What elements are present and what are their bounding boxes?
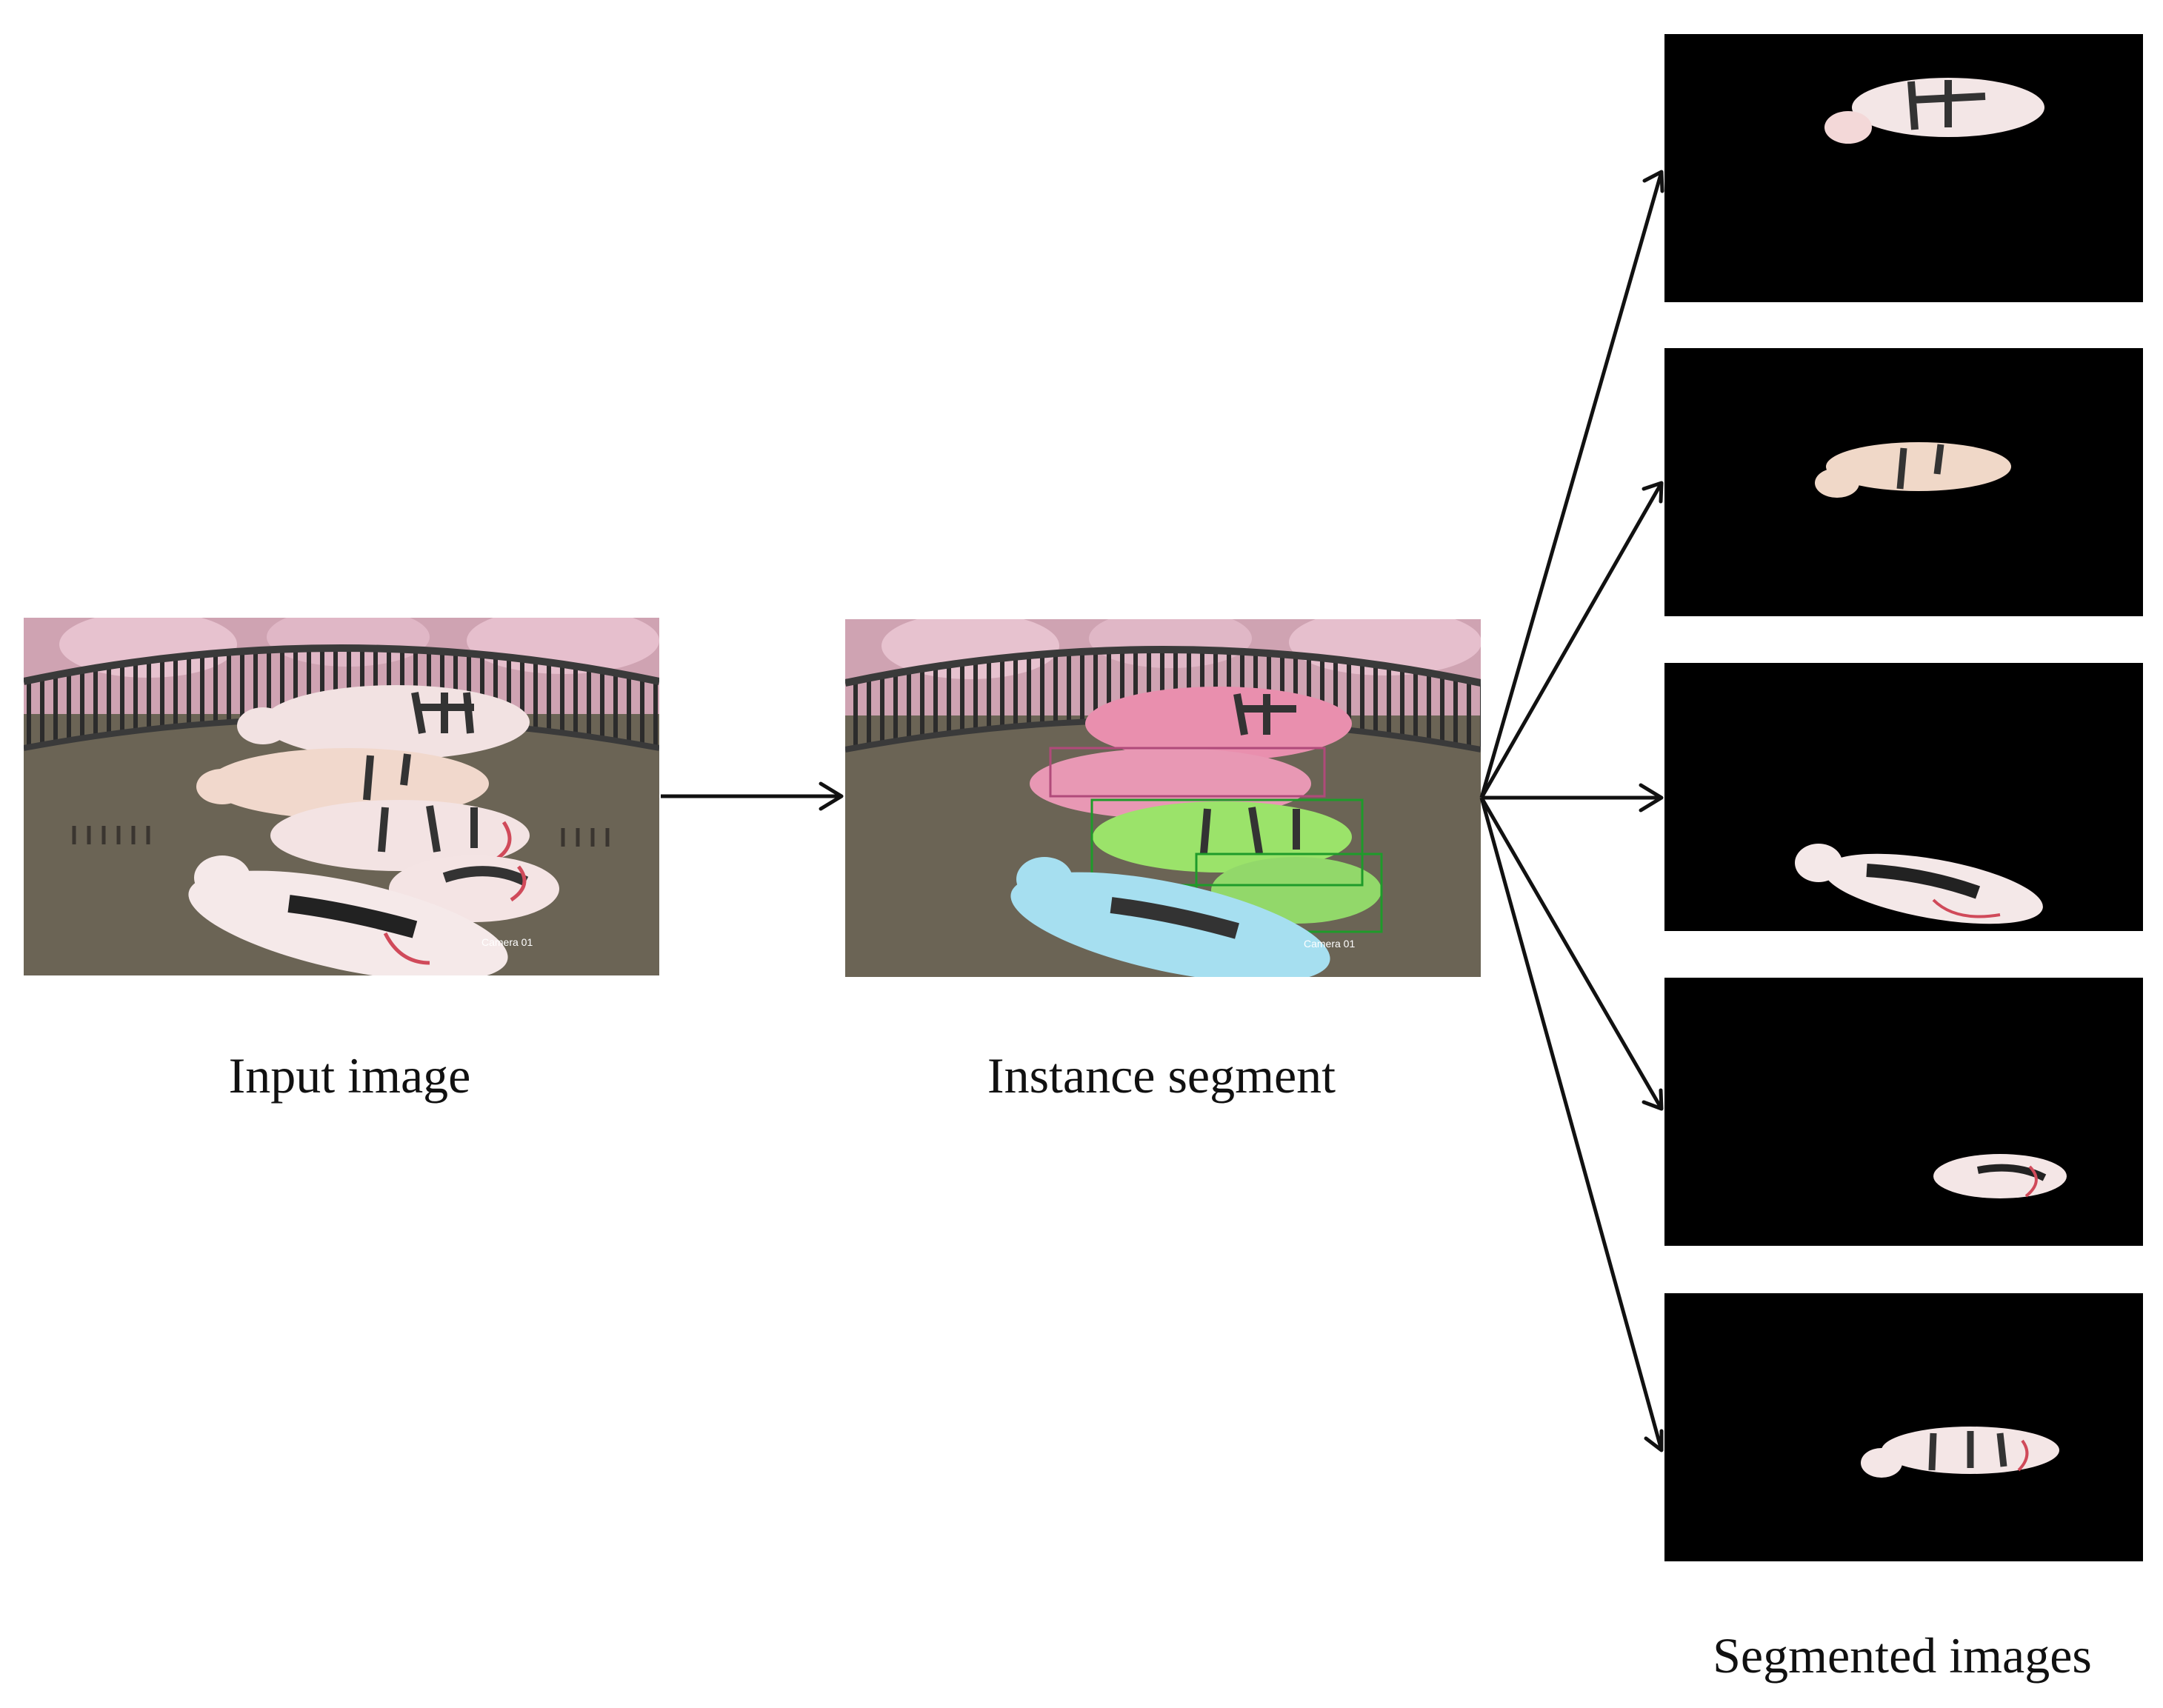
camera-label-instance: Camera 01	[1304, 938, 1355, 950]
segmented-panel-4	[1664, 978, 2143, 1246]
input-image: Camera 01	[24, 618, 659, 975]
segmented-panel-1	[1664, 34, 2143, 302]
arrow-input-to-instance	[661, 781, 844, 811]
caption-segmented-images: Segmented images	[1713, 1627, 2092, 1684]
floor-marks	[72, 826, 610, 847]
caption-input-image: Input image	[229, 1047, 471, 1104]
pig-group-input	[188, 685, 559, 975]
camera-label: Camera 01	[481, 936, 533, 948]
mask-blue	[1010, 857, 1330, 977]
mask-pink	[1030, 687, 1352, 819]
segmented-panel-3	[1664, 663, 2143, 931]
arrows-to-segmented	[1479, 170, 1664, 1452]
segmented-panel-5	[1664, 1293, 2143, 1561]
segmented-panel-2	[1664, 348, 2143, 616]
instance-segment-image: Camera 01	[845, 619, 1481, 977]
caption-instance-segment: Instance segment	[987, 1047, 1336, 1104]
mask-green	[1090, 798, 1383, 933]
